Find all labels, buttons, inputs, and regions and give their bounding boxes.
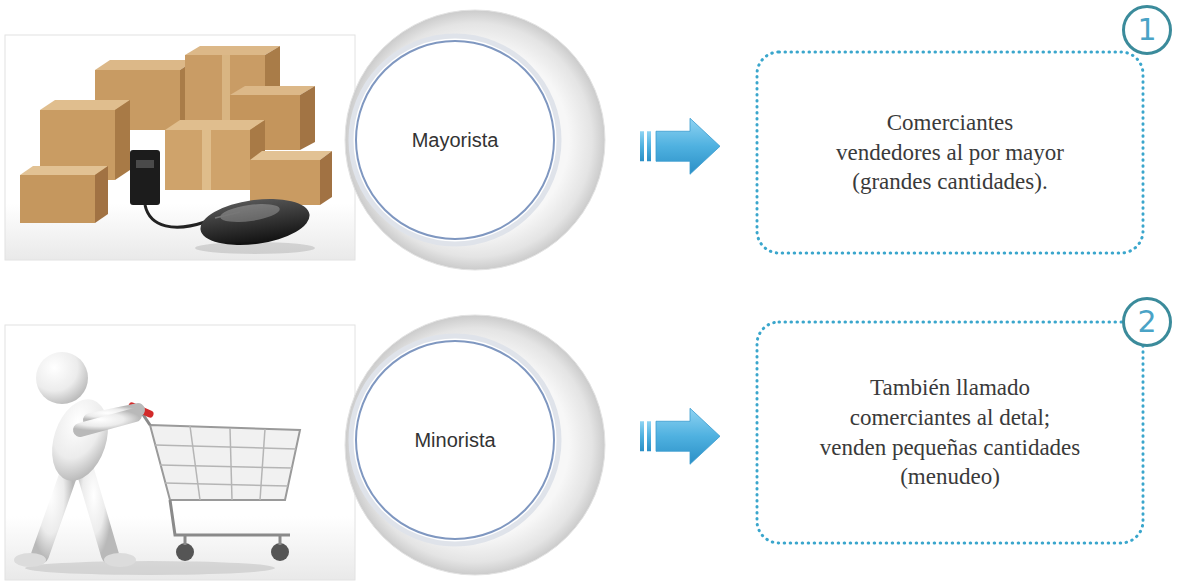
shopper-picture	[5, 325, 355, 580]
text-group: Comerciantes vendedores al por mayor (gr…	[834, 108, 1066, 198]
callout-number: 1	[1122, 5, 1172, 55]
circle-outline	[356, 41, 554, 239]
halo-ring	[345, 315, 605, 575]
category-circle: Minorista	[350, 335, 560, 545]
arrow-stripe	[640, 131, 644, 161]
arrow-stripe	[647, 421, 651, 451]
arrow-body	[656, 408, 720, 464]
dotted-outline	[757, 322, 1143, 543]
definition-box: También llamado comerciantes al detal; v…	[755, 320, 1145, 545]
callout-number: 2	[1122, 297, 1172, 347]
block-arrow	[640, 408, 720, 464]
arrow-stripe	[647, 131, 651, 161]
text-group: Mayorista	[365, 129, 545, 152]
block-arrow	[640, 118, 720, 174]
arrow-body	[656, 118, 720, 174]
shape-outline	[755, 320, 1145, 545]
category-circle: Mayorista	[350, 35, 560, 245]
definition-text: También llamado comerciantes al detal; v…	[814, 373, 1086, 493]
category-name: Mayorista	[365, 129, 545, 152]
text-group: También llamado comerciantes al detal; v…	[814, 373, 1086, 493]
halo-ring	[345, 10, 605, 270]
circle-outline	[356, 341, 554, 539]
definition-box: Comerciantes vendedores al por mayor (gr…	[755, 50, 1145, 255]
category-name: Minorista	[365, 429, 545, 452]
dotted-outline	[757, 52, 1143, 253]
circle-rim	[351, 36, 559, 244]
text-group: Minorista	[365, 429, 545, 452]
arrow-stripe	[640, 421, 644, 451]
circle-rim	[351, 336, 559, 544]
boxes-picture	[5, 35, 355, 260]
definition-text: Comerciantes vendedores al por mayor (gr…	[834, 108, 1066, 198]
